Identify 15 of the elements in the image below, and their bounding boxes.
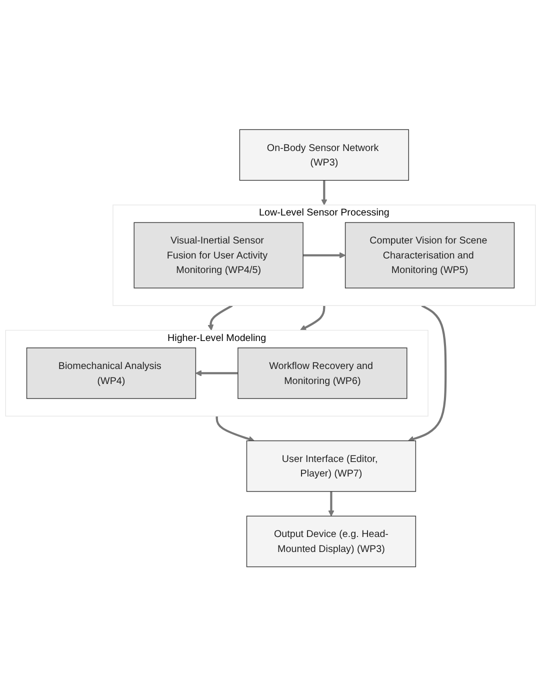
node-box: Computer Vision for Scene Characterisation and Monitoring (WP5) — [344, 222, 515, 288]
arrow — [216, 416, 255, 442]
node-box: On-Body Sensor Network (WP3) — [239, 129, 409, 180]
node-box: Workflow Recovery and Monitoring (WP6) — [238, 347, 408, 399]
arrow — [328, 491, 334, 516]
arrow — [303, 252, 346, 258]
arrow — [300, 305, 326, 330]
arrow — [321, 180, 328, 206]
node-box: Biomechanical Analysis (WP4) — [26, 347, 196, 399]
arrow — [408, 304, 447, 442]
node-box: Visual-Inertial Sensor Fusion for User Activity Monitoring (WP4/5) — [134, 222, 304, 288]
arrow — [195, 370, 238, 376]
node-box: Output Device (e.g. Head-Mounted Display) (WP3) — [246, 516, 416, 567]
node-box: User Interface (Editor, Player) (WP7) — [246, 440, 416, 492]
arrow — [208, 304, 233, 330]
